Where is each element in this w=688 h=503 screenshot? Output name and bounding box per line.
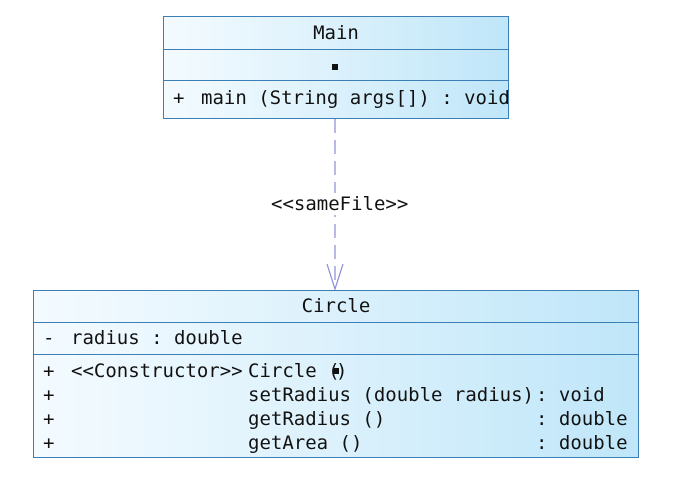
circle-class-attribute-compartment: - radius : double — [34, 323, 638, 355]
get-area-visibility: + — [43, 432, 55, 454]
main-class-attribute-compartment — [164, 50, 508, 81]
get-radius-signature: getRadius () — [248, 408, 386, 430]
constructor-close-paren: ) — [336, 360, 348, 382]
constructor-visibility: + — [43, 360, 55, 382]
set-radius-visibility: + — [43, 384, 55, 406]
radius-attribute-visibility: - — [43, 327, 55, 349]
get-radius-visibility: + — [43, 408, 55, 430]
get-area-return-type: : double — [536, 432, 628, 454]
get-radius-return-type: : double — [536, 408, 628, 430]
main-operation-signature: main (String args[]) : void — [201, 87, 510, 109]
dependency-arrowhead — [326, 263, 344, 291]
main-operation-visibility: + — [173, 87, 185, 109]
set-radius-return-type: : void — [536, 384, 605, 406]
circle-class-operation-compartment: + <<Constructor>> Circle ( ) + setRadius… — [34, 355, 638, 457]
main-class-operation-compartment: + main (String args[]) : void — [164, 81, 510, 118]
radius-attribute: radius : double — [71, 327, 243, 349]
main-class-name: Main — [313, 22, 359, 44]
main-class-box[interactable]: Main + main (String args[]) : void — [163, 16, 510, 119]
constructor-name: Circle ( — [248, 360, 340, 382]
set-radius-signature: setRadius (double radius) — [248, 384, 534, 406]
constructor-parameter-placeholder-marker — [333, 368, 339, 374]
circle-class-name: Circle — [301, 295, 371, 317]
constructor-stereotype: <<Constructor>> — [71, 360, 243, 382]
circle-class-box[interactable]: Circle - radius : double + <<Constructor… — [33, 290, 639, 458]
main-class-name-compartment: Main — [164, 17, 508, 50]
attribute-placeholder-marker — [332, 64, 338, 70]
get-area-signature: getArea () — [248, 432, 363, 454]
dependency-stereotype-label: <<sameFile>> — [269, 193, 411, 215]
circle-class-name-compartment: Circle — [34, 291, 638, 323]
